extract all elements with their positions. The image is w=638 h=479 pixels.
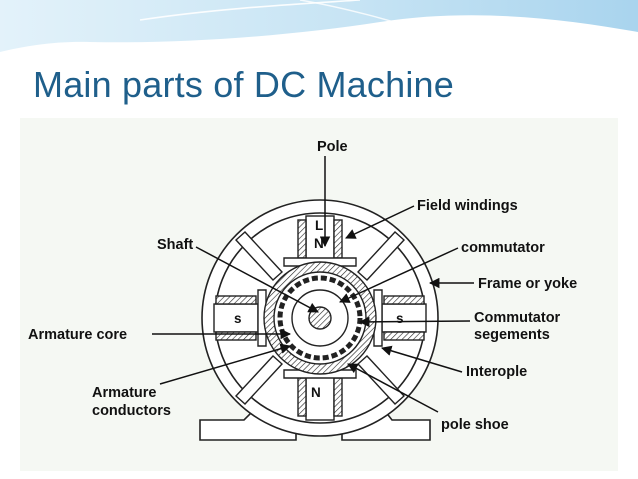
pole-bottom bbox=[283, 369, 357, 421]
pole-left bbox=[213, 289, 267, 347]
label-commutator-segments-2: segements bbox=[474, 327, 550, 343]
interpoles bbox=[235, 231, 405, 405]
leader-lines bbox=[152, 156, 474, 413]
label-frame-or-yoke: Frame or yoke bbox=[478, 276, 577, 292]
label-field-windings: Field windings bbox=[417, 198, 518, 214]
label-armature-core: Armature core bbox=[28, 327, 127, 343]
label-armature-conductors-2: conductors bbox=[92, 403, 171, 419]
header-wave bbox=[0, 0, 638, 58]
pole-letter-top-small: L bbox=[315, 218, 323, 233]
armature bbox=[263, 261, 377, 375]
label-commutator: commutator bbox=[461, 240, 545, 256]
label-shaft: Shaft bbox=[157, 237, 193, 253]
label-pole: Pole bbox=[317, 139, 348, 155]
pole-letter-right: s bbox=[396, 311, 404, 326]
label-pole-shoe: pole shoe bbox=[441, 417, 509, 433]
pole-letter-left: s bbox=[234, 311, 242, 326]
label-armature-conductors-1: Armature bbox=[92, 385, 156, 401]
label-commutator-segments-1: Commutator bbox=[474, 310, 561, 326]
pole-letter-top: N bbox=[314, 236, 324, 251]
label-interpole: Interople bbox=[466, 364, 527, 380]
slide-title: Main parts of DC Machine bbox=[33, 64, 454, 105]
pole-letter-bottom: N bbox=[311, 385, 321, 400]
